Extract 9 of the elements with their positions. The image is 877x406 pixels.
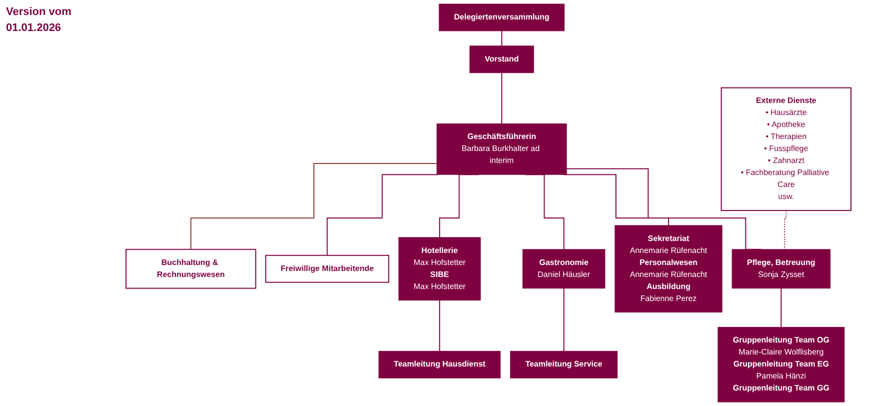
connector — [326, 174, 438, 256]
connector — [782, 210, 787, 250]
connector — [780, 288, 782, 328]
connector — [501, 30, 502, 46]
connector — [190, 163, 438, 250]
version-note: Version vom 01.01.2026 — [6, 5, 72, 36]
connector — [439, 300, 440, 352]
connector — [501, 72, 502, 124]
connector — [563, 288, 564, 352]
